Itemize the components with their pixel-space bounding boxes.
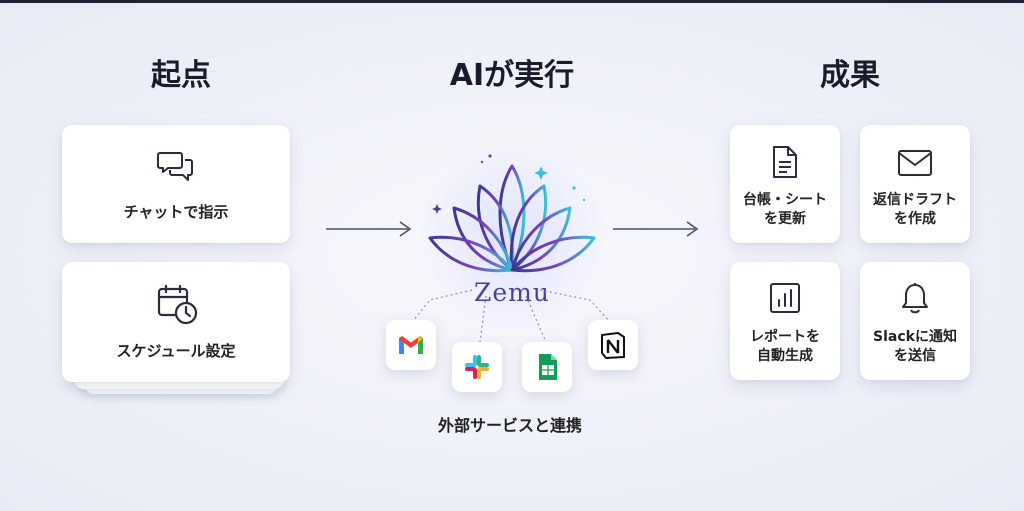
lotus-logo-icon (428, 154, 596, 273)
arrow-center-to-right (613, 221, 699, 237)
slack-icon (465, 355, 489, 379)
bell-icon (900, 282, 930, 320)
result-card-slack: Slackに通知 を送信 (860, 262, 970, 380)
brand-name: Zemu (474, 278, 550, 307)
result-card-slack-label: Slackに通知 を送信 (860, 328, 970, 366)
services-caption: 外部サービスと連携 (437, 416, 582, 435)
result-card-slack-line1: Slackに通知 (873, 329, 957, 345)
sheets-service (522, 342, 572, 392)
column-title-result: 成果 (820, 58, 880, 93)
result-card-sheet-line2: を更新 (764, 211, 806, 227)
start-card-schedule-label: スケジュール設定 (116, 342, 236, 360)
slack-service (452, 342, 502, 392)
result-card-reply: 返信ドラフト を作成 (860, 125, 970, 243)
start-card-chat-label: チャットで指示 (123, 203, 229, 221)
calendar-clock-icon (157, 284, 199, 330)
arrow-left-to-center (326, 221, 412, 237)
result-card-report-label: レポートを 自動生成 (730, 328, 840, 366)
chat-bubbles-icon (157, 149, 195, 189)
result-card-report-line2: 自動生成 (757, 348, 813, 364)
result-card-sheet: 台帳・シート を更新 (730, 125, 840, 243)
result-card-report-line1: レポートを (750, 329, 820, 345)
result-card-sheet-label: 台帳・シート を更新 (730, 191, 840, 229)
result-card-sheet-line1: 台帳・シート (743, 192, 827, 208)
column-title-start: 起点 (151, 58, 211, 93)
gmail-service (386, 320, 436, 370)
start-card-chat: チャットで指示 (62, 125, 290, 243)
sheets-icon (539, 354, 557, 380)
notion-service (588, 320, 638, 370)
result-card-reply-line1: 返信ドラフト (873, 192, 957, 208)
service-connectors (411, 289, 611, 343)
notion-icon (601, 332, 625, 359)
result-card-reply-label: 返信ドラフト を作成 (860, 191, 970, 229)
start-card-schedule: スケジュール設定 (62, 262, 290, 382)
result-card-report: レポートを 自動生成 (730, 262, 840, 380)
bar-chart-icon (769, 282, 801, 318)
result-card-slack-line2: を送信 (894, 348, 936, 364)
mail-icon (897, 149, 933, 181)
result-card-reply-line2: を作成 (894, 211, 936, 227)
column-title-ai: AIが実行 (449, 58, 575, 93)
document-icon (771, 145, 799, 183)
window-top-bar (0, 0, 1024, 3)
gmail-icon (399, 336, 423, 354)
